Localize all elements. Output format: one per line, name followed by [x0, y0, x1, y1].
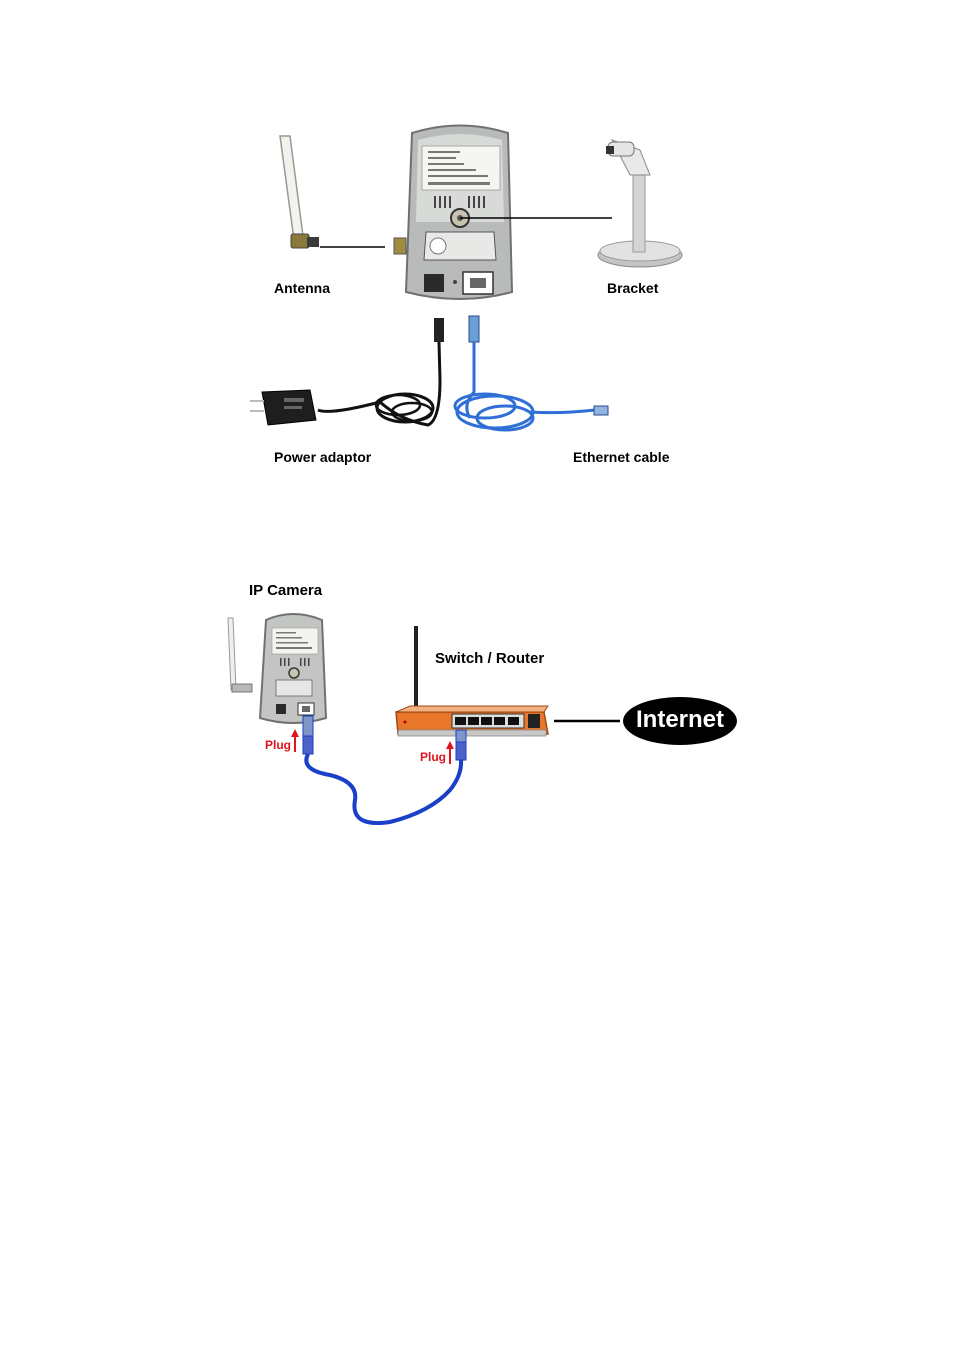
ethernet-cable-icon [453, 315, 609, 432]
switch-router-icon [395, 626, 549, 737]
ip-camera-icon [227, 613, 328, 724]
internet-cloud-badge [623, 697, 737, 745]
plug-arrow-camera-icon [291, 729, 299, 752]
network-cable-icon [302, 715, 467, 825]
power-adaptor-label: Power adaptor [274, 449, 372, 465]
bracket-label: Bracket [607, 280, 659, 296]
plug-label-router: Plug [420, 750, 446, 764]
plug-label-camera: Plug [265, 738, 291, 752]
ethernet-cable-label: Ethernet cable [573, 449, 670, 465]
antenna-icon [279, 135, 319, 249]
power-adaptor-icon [250, 318, 444, 427]
antenna-label: Antenna [274, 280, 330, 296]
ip-camera-label: IP Camera [249, 582, 323, 599]
internet-label: Internet [636, 706, 725, 733]
bracket-icon [597, 139, 683, 268]
switch-router-label: Switch / Router [435, 650, 545, 667]
plug-arrow-router-icon [446, 741, 454, 764]
